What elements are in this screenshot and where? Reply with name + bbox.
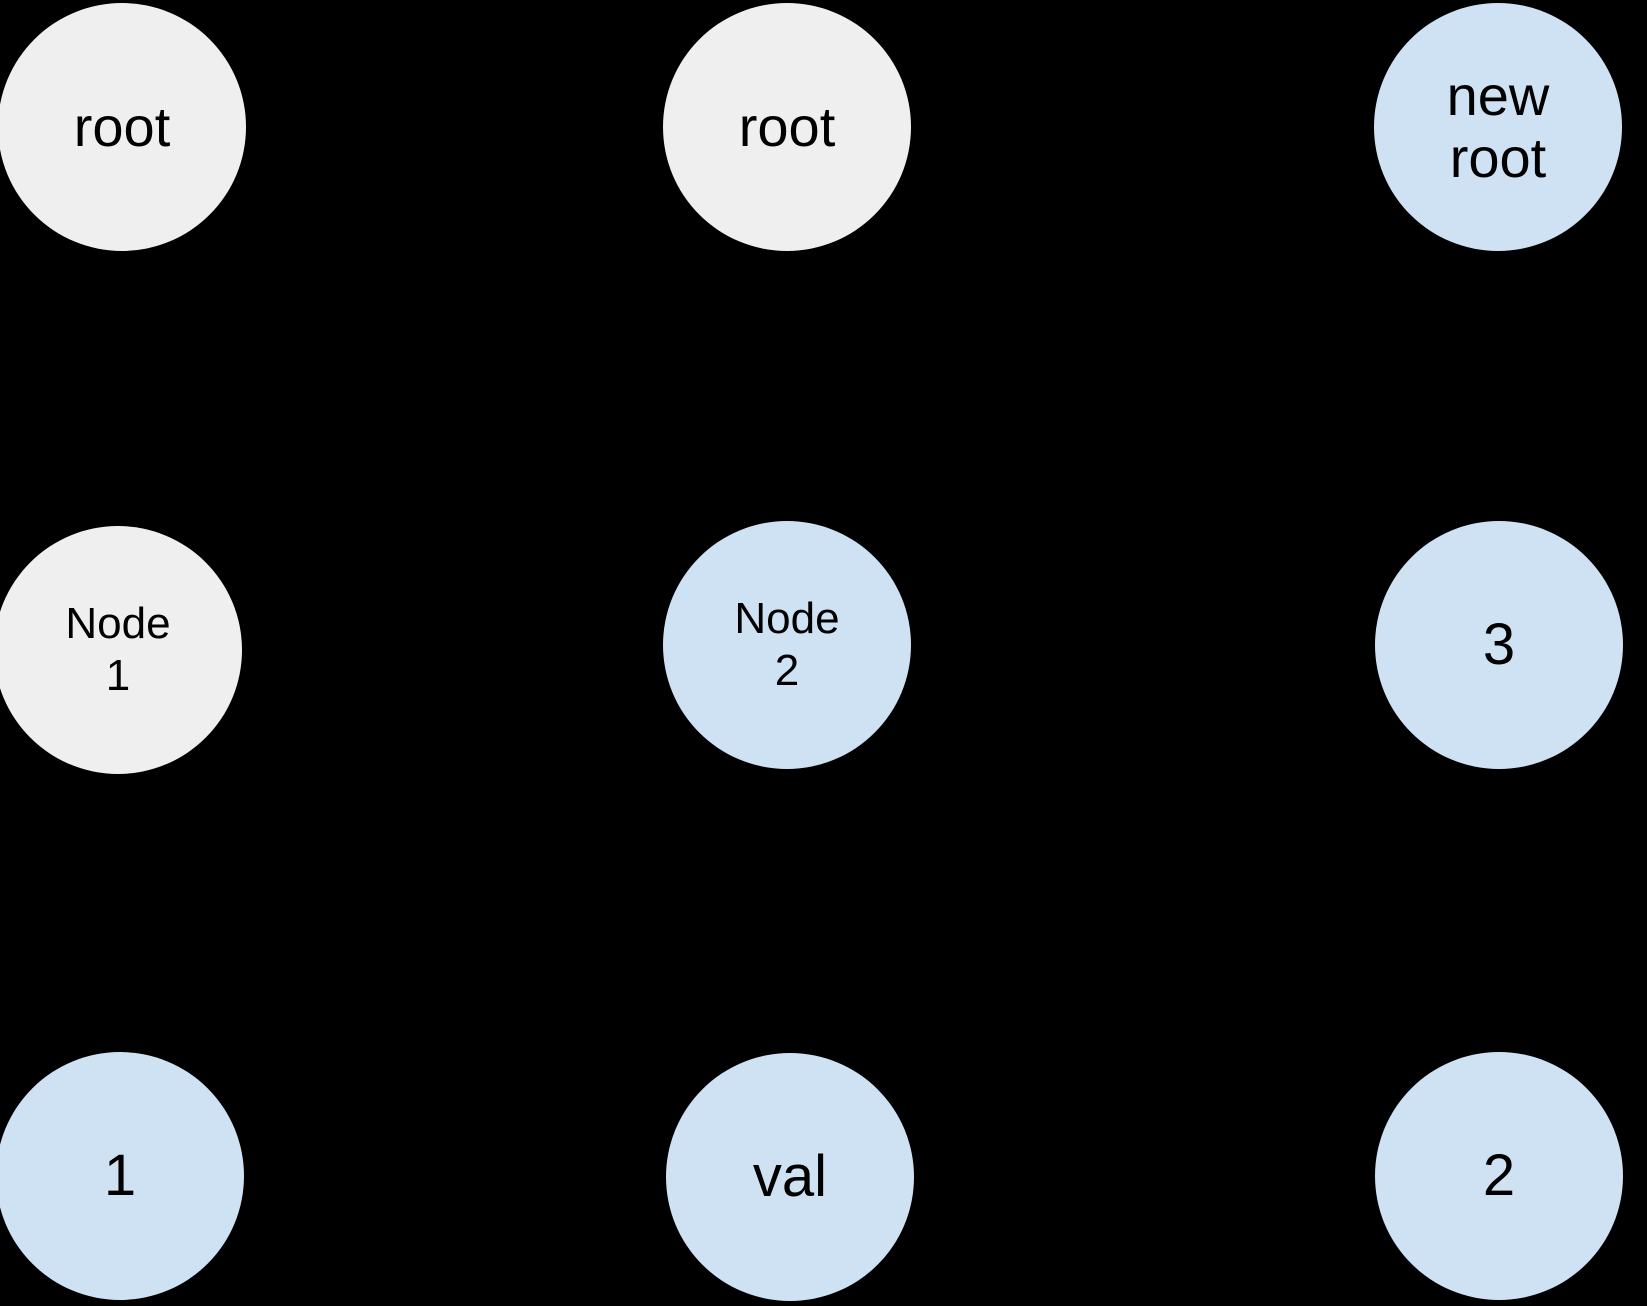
node-val: val: [666, 1053, 914, 1301]
node-node-1: Node 1: [0, 526, 242, 774]
node-value-3: 3: [1375, 521, 1623, 769]
node-root-left: root: [0, 3, 246, 251]
node-node-2: Node 2: [663, 521, 911, 769]
node-value-2: 2: [1375, 1052, 1623, 1300]
node-root-middle: root: [663, 3, 911, 251]
node-new-root: new root: [1374, 3, 1622, 251]
node-value-1: 1: [0, 1052, 244, 1300]
